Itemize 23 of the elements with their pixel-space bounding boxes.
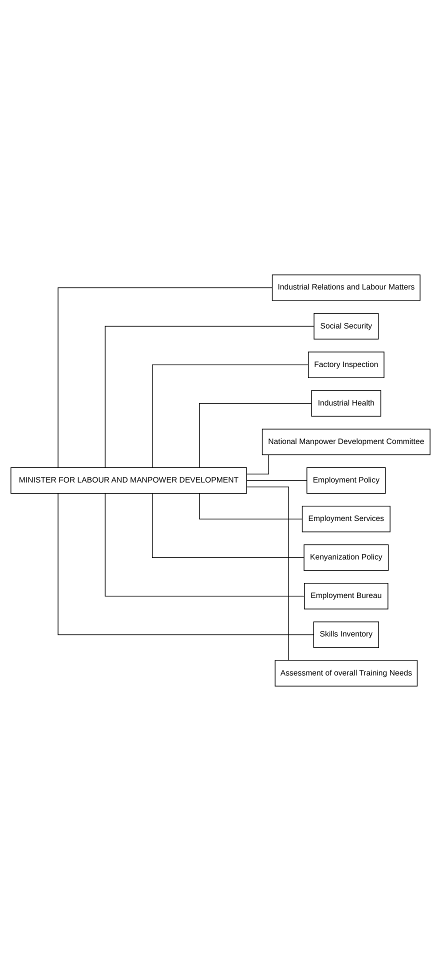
connector [104,493,305,597]
node-box: Kenyanization Policy [304,544,389,571]
connector [152,364,308,468]
node-box: Employment Bureau [304,582,388,610]
connector [246,480,308,481]
connector [152,493,304,558]
node-box: Assessment of overall Training Needs [274,660,418,686]
connector [104,326,314,468]
node-box: Employment Policy [306,467,386,494]
connector [199,403,312,468]
node-box: Industrial Relations and Labour Matters [272,274,420,301]
connector [246,454,270,474]
node-box: MINISTER FOR LABOUR AND MANPOWER DEVELOPMENT [10,467,247,494]
node-box: Factory Inspection [308,352,384,378]
connector [246,486,290,661]
node-box: Employment Services [302,506,390,532]
node-box: Skills Inventory [313,622,380,648]
node-box: Industrial Health [311,390,382,417]
connector [58,493,314,636]
connector [199,493,302,520]
node-box: National Manpower Development Committee [262,428,430,456]
connector [58,287,273,468]
node-box: Social Security [314,313,379,340]
